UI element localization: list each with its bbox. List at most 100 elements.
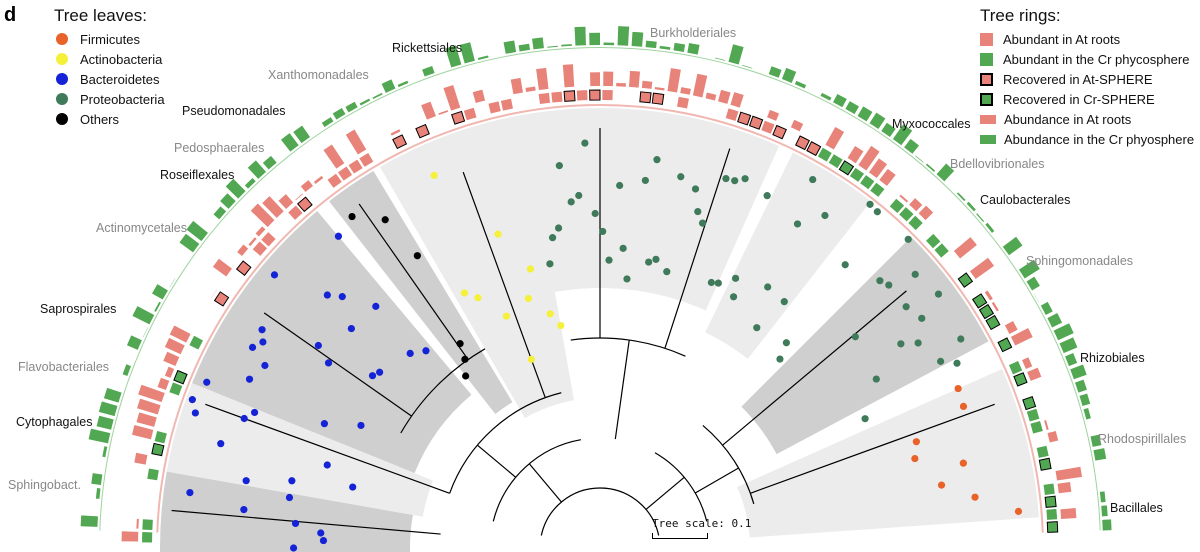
ring-cell bbox=[297, 196, 313, 213]
ring-bar bbox=[781, 67, 797, 83]
leaf-node bbox=[885, 281, 893, 289]
ring-bar bbox=[525, 86, 536, 92]
leaf-node bbox=[422, 347, 430, 355]
ring-bar bbox=[680, 87, 691, 95]
leaf-node bbox=[599, 227, 607, 236]
ring-bar bbox=[1040, 301, 1053, 315]
leaves-legend-item: Proteobacteria bbox=[54, 89, 165, 109]
ring-bar bbox=[825, 126, 845, 150]
ring-bar bbox=[381, 79, 396, 93]
clade-sector bbox=[741, 236, 989, 455]
leaf-node bbox=[782, 339, 790, 347]
branch-radial bbox=[614, 339, 630, 440]
ring-bar bbox=[590, 72, 600, 87]
ring-bar bbox=[157, 377, 170, 390]
leaf-node bbox=[524, 294, 533, 303]
leaf-node bbox=[605, 256, 613, 264]
leaf-color-swatch bbox=[56, 33, 68, 45]
ring-cell bbox=[589, 89, 601, 101]
ring-cell bbox=[639, 91, 652, 104]
clade-sector bbox=[705, 152, 871, 359]
ring-cell bbox=[926, 233, 941, 249]
ring-bar bbox=[705, 92, 717, 101]
leaf-node bbox=[959, 459, 967, 467]
ring-bar bbox=[136, 518, 139, 529]
rings-legend-item: Abundance in At roots bbox=[980, 109, 1194, 129]
leaf-node bbox=[242, 477, 250, 485]
ring-bar bbox=[966, 201, 976, 212]
rings-legend-item: Recovered in Cr-SPHERE bbox=[980, 89, 1194, 109]
ring-bar bbox=[103, 387, 122, 403]
ring-bar bbox=[687, 42, 700, 55]
ring-bar bbox=[718, 89, 731, 104]
ring-bar bbox=[692, 73, 708, 98]
ring-bar bbox=[345, 129, 367, 155]
ring-bar bbox=[881, 122, 896, 137]
ring-bar bbox=[262, 196, 284, 218]
ring-bar bbox=[631, 31, 644, 47]
ring-bar bbox=[1070, 364, 1087, 380]
ring-square-swatch bbox=[980, 52, 993, 66]
rings-legend-label: Abundance in At roots bbox=[1004, 111, 1132, 127]
ring-cell bbox=[500, 98, 513, 111]
ring-bar bbox=[985, 222, 995, 233]
clade-sector bbox=[523, 108, 779, 311]
branch-radial bbox=[477, 444, 517, 478]
leaf-node bbox=[546, 310, 554, 318]
ring-cell bbox=[985, 314, 1001, 331]
ring-cell bbox=[870, 182, 885, 197]
ring-bar bbox=[421, 101, 436, 120]
leaf-node bbox=[546, 260, 554, 268]
leaf-node bbox=[217, 440, 225, 448]
leaf-node bbox=[406, 349, 414, 357]
ring-bar bbox=[1044, 420, 1049, 430]
ring-bar bbox=[847, 145, 864, 164]
ring-cell bbox=[235, 260, 252, 276]
ring-bar bbox=[503, 40, 517, 54]
leaf-node bbox=[722, 174, 730, 183]
leaves-legend-item: Actinobacteria bbox=[54, 49, 165, 69]
rings-legend-label: Recovered in At-SPHERE bbox=[1003, 71, 1153, 87]
ring-bar bbox=[95, 488, 101, 499]
ring-cell bbox=[169, 382, 183, 396]
leaf-node bbox=[270, 271, 279, 279]
ring-bar bbox=[1047, 313, 1063, 328]
ring-cell bbox=[1038, 457, 1052, 471]
leaf-node bbox=[872, 375, 880, 383]
leaf-node bbox=[502, 312, 510, 320]
leaf-node bbox=[320, 420, 329, 428]
clade-label: Rhodospirillales bbox=[1098, 432, 1187, 446]
ring-bar bbox=[248, 237, 257, 247]
leaf-node bbox=[694, 207, 702, 216]
ring-bar bbox=[154, 301, 161, 312]
ring-cell bbox=[748, 115, 764, 130]
ring-cell bbox=[213, 291, 230, 307]
ring-bar bbox=[1022, 357, 1033, 369]
leaf-node bbox=[554, 224, 563, 232]
ring-bar bbox=[138, 384, 165, 403]
ring-cell bbox=[828, 154, 843, 169]
leaf-node bbox=[314, 341, 322, 350]
leaf-node bbox=[527, 355, 535, 363]
leaf-node bbox=[474, 294, 482, 302]
tree-scale: Tree scale: 0.1 bbox=[652, 517, 751, 539]
leaf-node bbox=[954, 384, 962, 393]
leaf-node bbox=[763, 192, 771, 200]
ring-bar bbox=[536, 67, 549, 91]
ring-bar bbox=[164, 366, 175, 378]
ring-bar bbox=[616, 82, 626, 87]
ring-cell bbox=[415, 123, 430, 139]
ring-bar bbox=[969, 257, 995, 280]
branch-radial bbox=[694, 467, 739, 494]
ring-bar bbox=[820, 92, 832, 101]
ring-bar bbox=[918, 205, 934, 221]
leaf-node bbox=[245, 375, 254, 383]
ring-bar bbox=[790, 119, 804, 132]
leaf-node bbox=[188, 396, 196, 404]
ring-bar bbox=[518, 43, 530, 52]
branch-radial bbox=[645, 476, 685, 510]
ring-cell bbox=[860, 175, 875, 190]
clade-label: Pedosphaerales bbox=[174, 141, 265, 155]
clade-sector bbox=[737, 369, 1039, 538]
ring-cell bbox=[772, 124, 787, 140]
